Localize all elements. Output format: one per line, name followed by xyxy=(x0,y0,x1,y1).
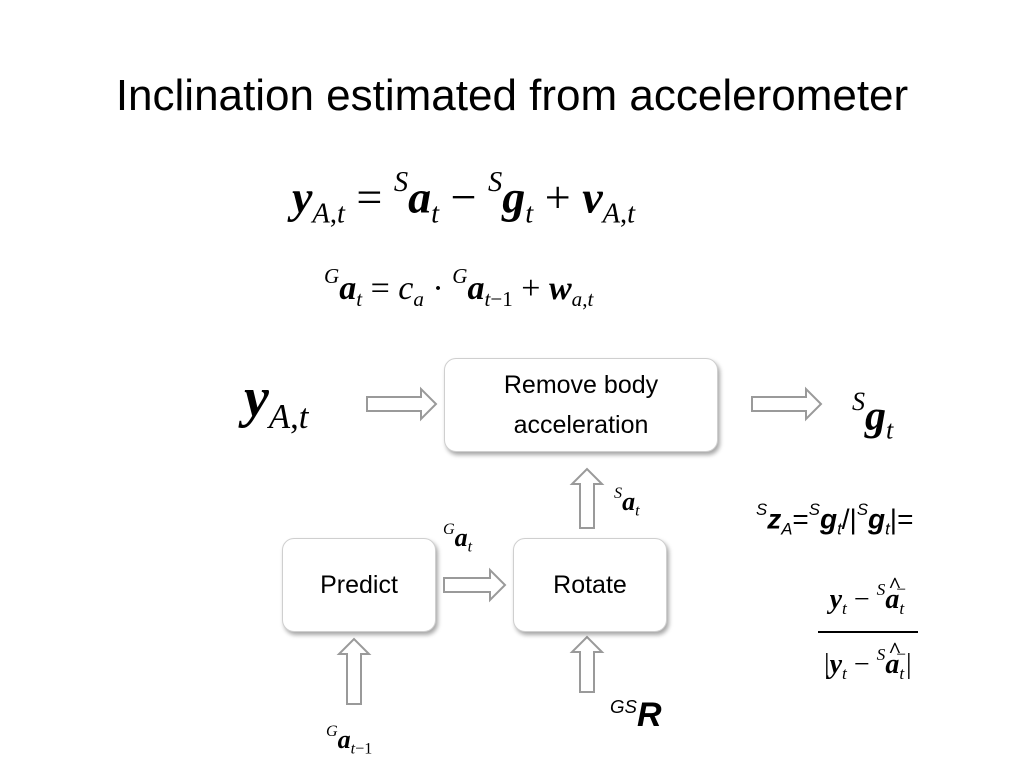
measurement-equation: yA,t = Sat − Sgt + vA,t xyxy=(292,167,636,230)
slide-title: Inclination estimated from accelerometer xyxy=(115,71,909,120)
arrow-rotate-to-remove xyxy=(569,467,605,529)
global-acceleration-label: Gat xyxy=(443,521,473,556)
arrow-predict-to-rotate xyxy=(443,567,507,603)
arrow-prev-to-predict xyxy=(336,637,372,705)
remove-box-line2: acceleration xyxy=(513,411,649,439)
normalized-difference-fraction: yt − Sat− |yt − Sat−| xyxy=(818,567,918,692)
remove-box-line1: Remove body xyxy=(503,371,659,399)
input-measurement-label: yA,t xyxy=(244,367,309,437)
remove-body-acceleration-box: Remove body acceleration xyxy=(444,358,718,452)
previous-acceleration-label: Gat−1 xyxy=(326,723,373,758)
normalized-gravity-formula: SzA=Sgt/|Sgt|= xyxy=(756,500,914,539)
acceleration-model-equation: Gat = ca · Gat−1 + wa,t xyxy=(324,264,594,312)
rotation-matrix-label: GSR xyxy=(610,696,662,735)
arrow-input-to-remove xyxy=(366,386,438,422)
gravity-output-label: Sgt xyxy=(852,387,894,445)
zA-equals: = xyxy=(897,503,914,535)
predict-box: Predict xyxy=(282,538,436,632)
arrow-remove-to-output xyxy=(751,386,823,422)
arrow-rotation-to-rotate xyxy=(569,635,605,693)
sensor-acceleration-label: Sat xyxy=(614,485,640,520)
rotate-box: Rotate xyxy=(513,538,667,632)
